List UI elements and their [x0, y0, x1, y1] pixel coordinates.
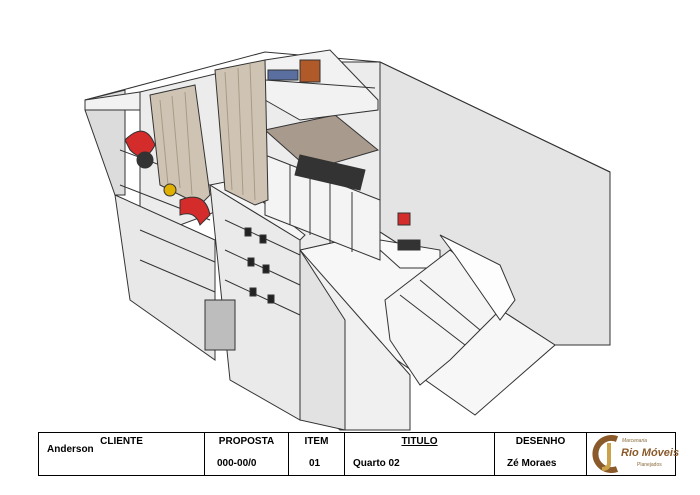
cliente-label: CLIENTE [100, 436, 143, 447]
desenho-label: DESENHO [515, 436, 566, 447]
room-3d-render [84, 49, 611, 431]
logo-sub: Planejados [637, 462, 662, 468]
titulo-cell: TITULO Quarto 02 [345, 433, 495, 475]
left-cabinet-front [114, 194, 216, 361]
logo-tagline: Marcenaria [622, 438, 648, 444]
title-block: CLIENTE Anderson PROPOSTA 000-00/0 ITEM … [38, 432, 679, 476]
logo-mark-icon [592, 435, 619, 473]
cliente-value: Anderson [47, 444, 94, 455]
proposta-value: 000-00/0 [217, 458, 257, 469]
curtain-left [149, 84, 211, 206]
cliente-cell: CLIENTE Anderson [39, 433, 205, 475]
item-label: ITEM [304, 436, 329, 447]
item-cell: ITEM 01 [289, 433, 345, 475]
titulo-value: Quarto 02 [353, 458, 400, 469]
desenho-value: Zé Moraes [507, 458, 557, 469]
desk-top [263, 114, 380, 171]
curtain-right [214, 59, 269, 206]
desenho-cell: DESENHO Zé Moraes [495, 433, 587, 475]
logo-brand: Rio Móveis [621, 447, 680, 459]
item-value: 01 [309, 458, 321, 469]
proposta-label: PROPOSTA [218, 436, 275, 447]
nightstand [379, 239, 441, 269]
titulo-label: TITULO [401, 436, 438, 447]
company-logo: Marcenaria Rio Móveis Planejados [587, 433, 679, 475]
proposta-cell: PROPOSTA 000-00/0 [205, 433, 289, 475]
